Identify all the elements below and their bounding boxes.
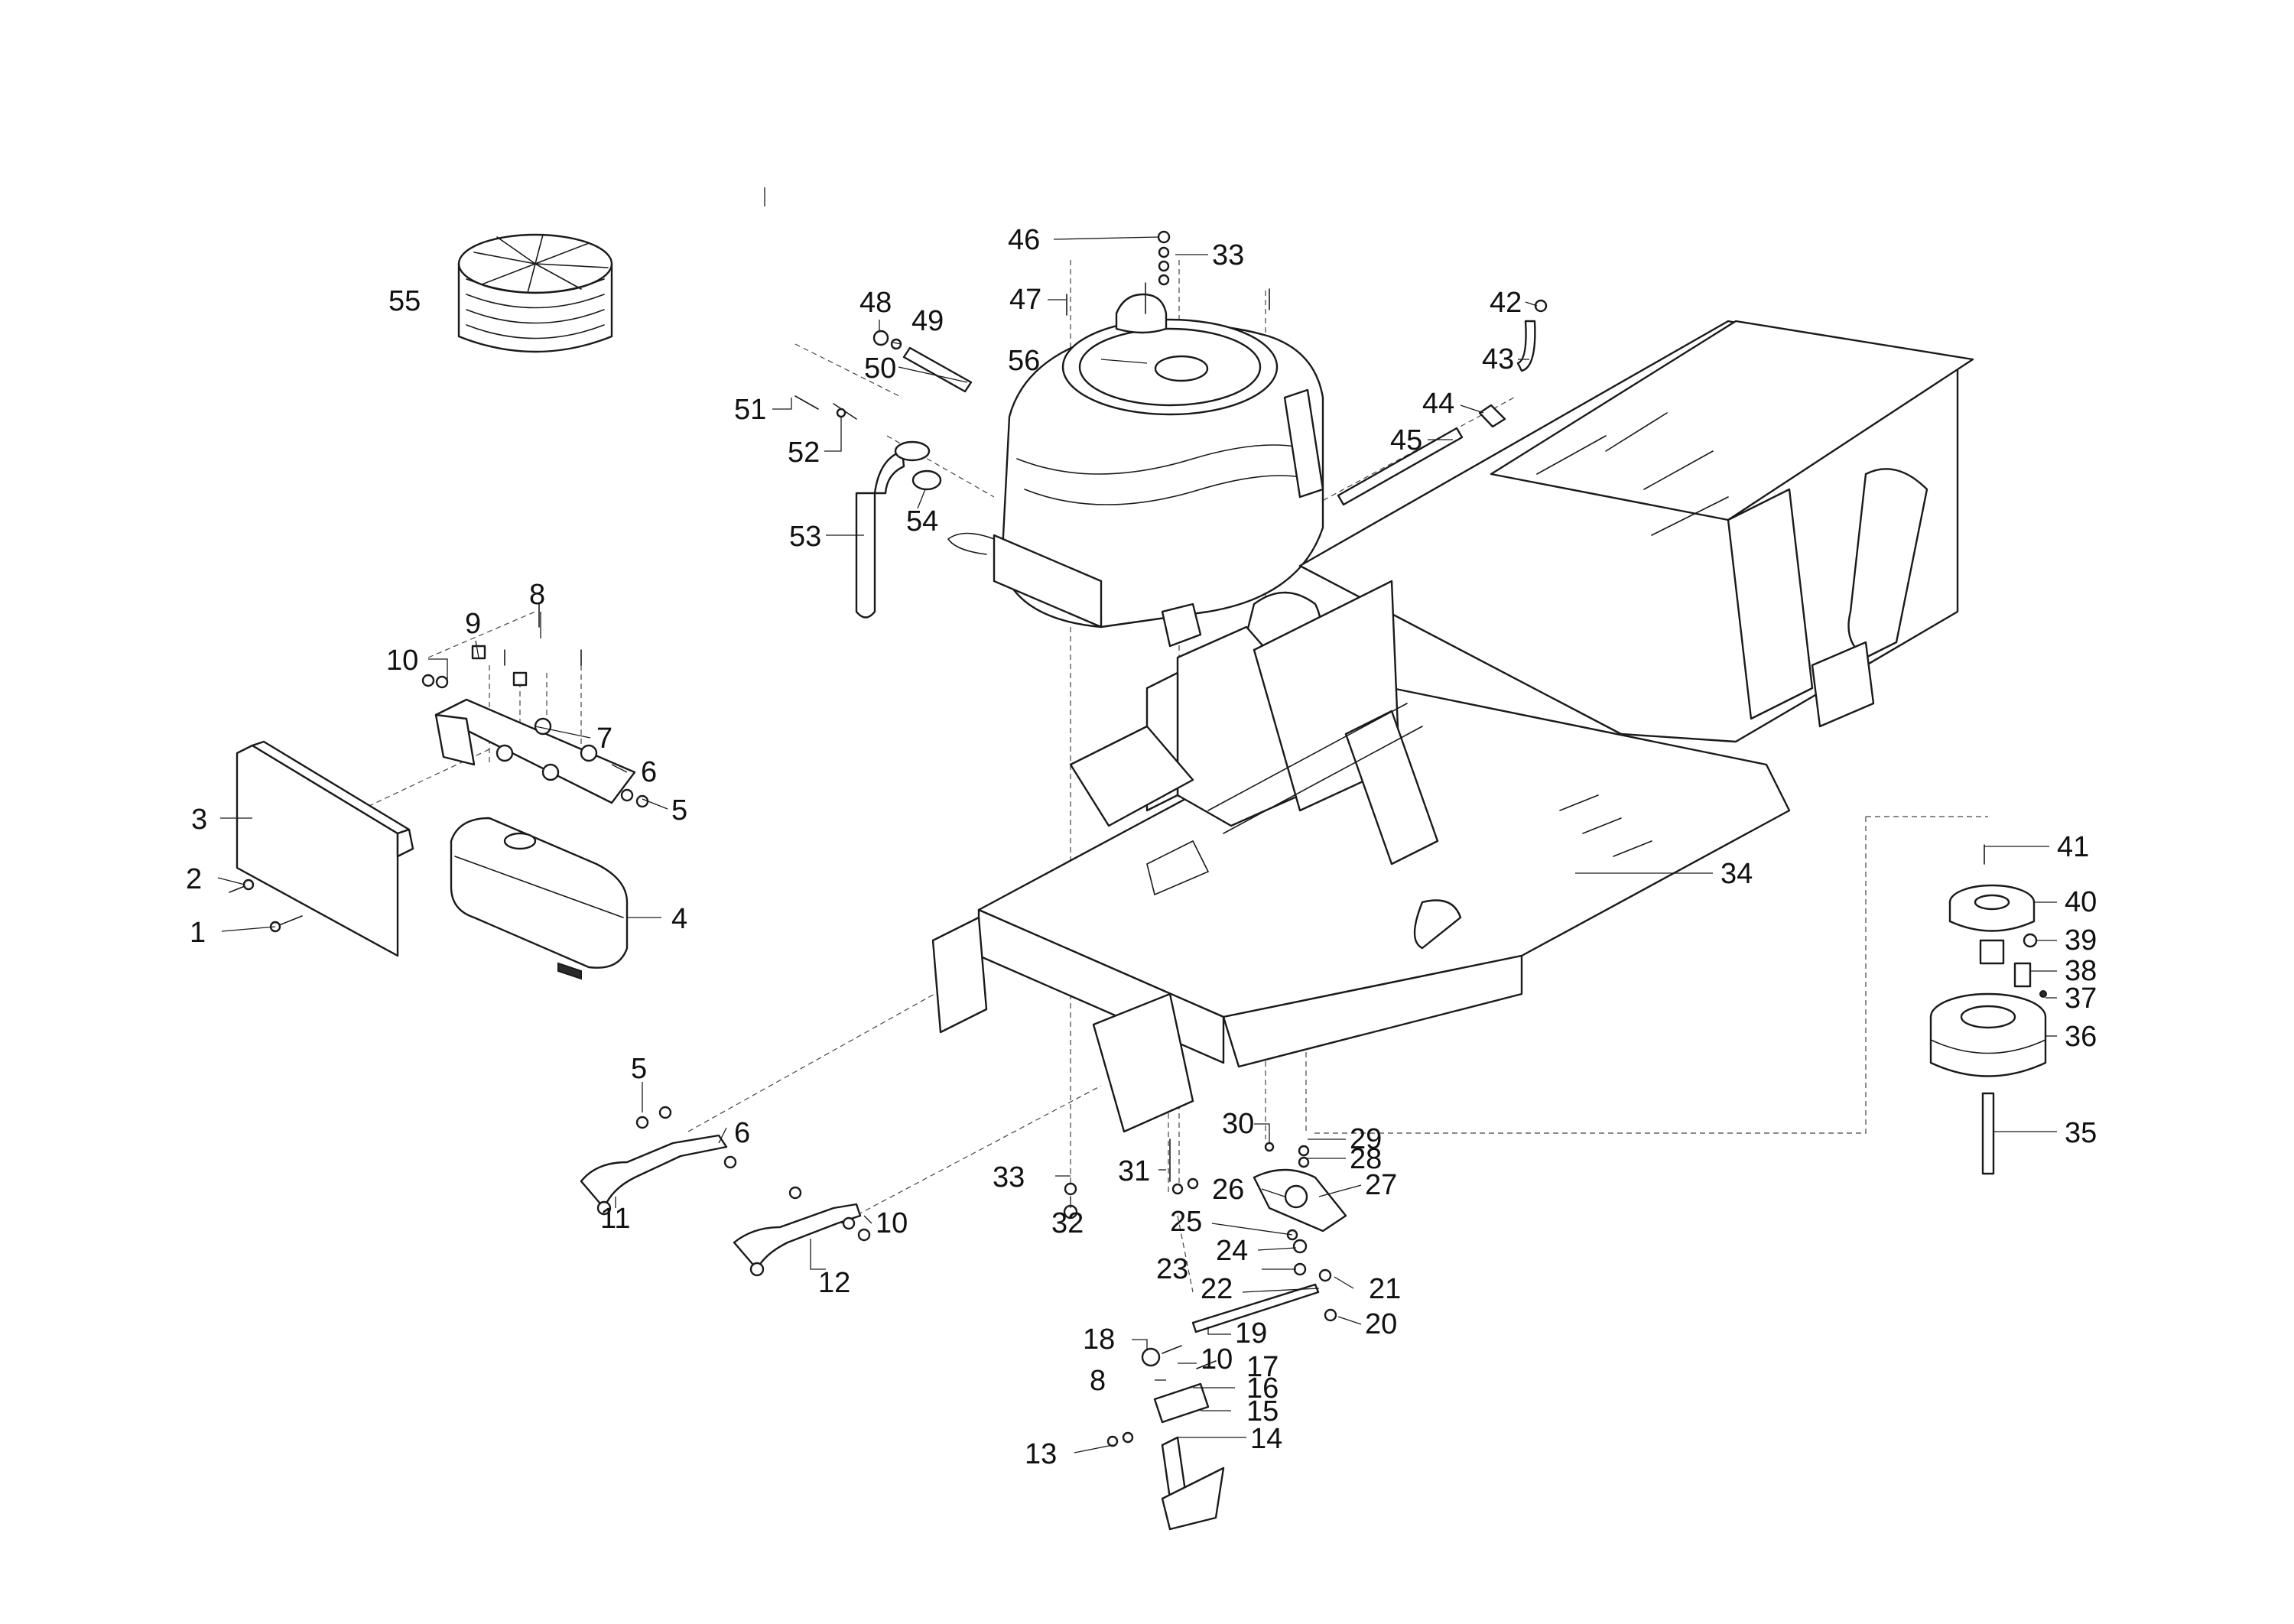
callout-36: 36 [2065, 1021, 2097, 1053]
callout-43: 43 [1482, 343, 1514, 375]
callout-16: 16 [1246, 1372, 1279, 1405]
callout-32: 32 [1051, 1207, 1084, 1239]
callout-12: 12 [818, 1267, 850, 1299]
callout-51: 51 [734, 394, 766, 426]
callout-19: 19 [1235, 1317, 1267, 1350]
callout-35: 35 [2065, 1117, 2097, 1149]
muffler-bracket-part [434, 698, 636, 804]
callout-31: 31 [1118, 1155, 1150, 1187]
air-screen-part [457, 233, 613, 353]
callout-7: 7 [596, 723, 612, 755]
callout-28: 28 [1350, 1143, 1382, 1175]
callout-22: 22 [1201, 1273, 1233, 1305]
callout-4: 4 [671, 903, 687, 935]
callout-8-low: 8 [1090, 1365, 1106, 1397]
chassis-frame-part [931, 320, 1974, 1133]
callout-17: 17 [1246, 1351, 1279, 1383]
callout-24: 24 [1216, 1235, 1248, 1267]
callout-labels: 1 2 3 4 5 6 7 8 9 10 55 48 49 50 51 52 5… [186, 224, 2097, 1470]
callout-10-mid: 10 [876, 1207, 908, 1239]
callout-25: 25 [1170, 1206, 1202, 1238]
callout-41: 41 [2057, 831, 2089, 863]
callout-11: 11 [600, 1203, 630, 1235]
callout-39: 39 [2065, 924, 2097, 957]
callout-29: 29 [1350, 1123, 1382, 1155]
callout-33-top: 33 [1212, 239, 1244, 271]
callout-3: 3 [191, 804, 207, 836]
callout-47: 47 [1009, 284, 1041, 316]
engine-part [947, 293, 1324, 653]
callout-15: 15 [1246, 1395, 1279, 1427]
callout-48: 48 [859, 287, 892, 319]
callout-5-lower: 5 [631, 1053, 647, 1085]
callout-52: 52 [788, 437, 820, 469]
callout-6-lower: 6 [734, 1117, 750, 1149]
callout-45: 45 [1390, 424, 1422, 456]
callout-34: 34 [1720, 858, 1753, 890]
callout-20: 20 [1365, 1308, 1397, 1340]
callout-40: 40 [2065, 886, 2097, 918]
callout-27: 27 [1365, 1169, 1397, 1201]
callout-1: 1 [190, 917, 206, 949]
callout-18: 18 [1083, 1324, 1115, 1356]
callout-9: 9 [465, 608, 481, 640]
muffler-guard-part [236, 740, 414, 957]
callout-33-lower: 33 [993, 1161, 1025, 1194]
callout-46: 46 [1008, 224, 1040, 256]
callout-10-low: 10 [1201, 1343, 1233, 1376]
muffler-part [450, 817, 629, 980]
callout-42: 42 [1490, 287, 1522, 319]
leader-lines [217, 187, 2057, 1453]
callout-56: 56 [1008, 345, 1040, 377]
callout-5: 5 [671, 794, 687, 827]
callout-10: 10 [386, 645, 418, 677]
callout-26: 26 [1212, 1174, 1244, 1206]
callout-30: 30 [1222, 1108, 1254, 1140]
callout-37: 37 [2065, 983, 2097, 1015]
callout-53: 53 [789, 521, 821, 553]
callout-6: 6 [641, 756, 657, 788]
hardware-parts [229, 230, 2047, 1531]
callout-8: 8 [529, 579, 545, 611]
callout-2: 2 [186, 863, 202, 895]
callout-14: 14 [1250, 1423, 1282, 1455]
callout-50: 50 [864, 352, 896, 385]
callout-13: 13 [1025, 1438, 1057, 1470]
callout-54: 54 [906, 505, 938, 538]
callout-44: 44 [1422, 388, 1454, 420]
callout-38: 38 [2065, 955, 2097, 987]
callout-21: 21 [1369, 1273, 1401, 1305]
callout-49: 49 [911, 305, 944, 337]
callout-55: 55 [388, 285, 421, 317]
callout-23: 23 [1156, 1253, 1188, 1285]
